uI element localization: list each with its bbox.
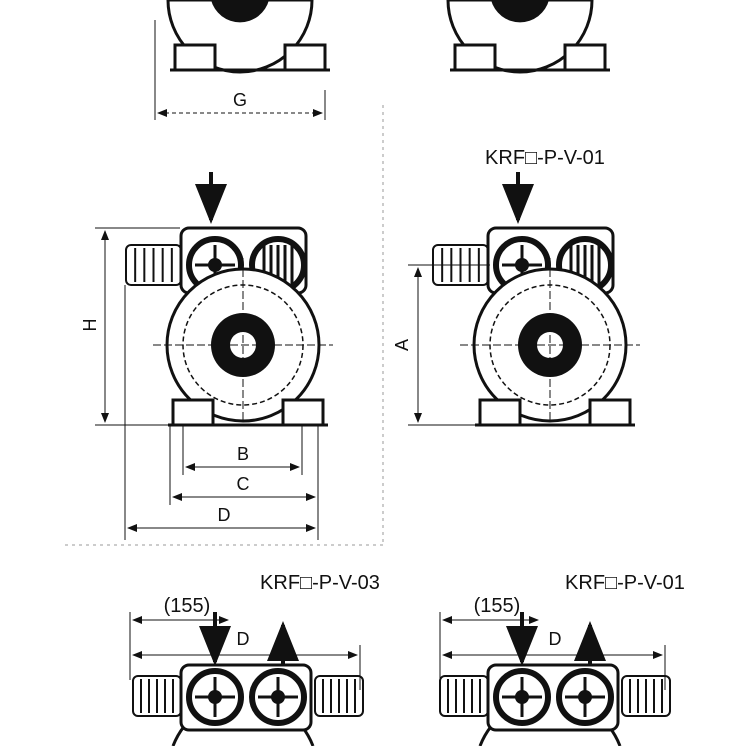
label-a: A bbox=[392, 339, 412, 351]
port-hub bbox=[515, 258, 529, 272]
foot-right bbox=[588, 398, 632, 427]
shaft-hub bbox=[211, 0, 269, 23]
dimension-d: D bbox=[127, 505, 316, 532]
model-label-bottom-left: KRF□-P-V-03 bbox=[260, 572, 380, 594]
foot-left bbox=[173, 43, 217, 72]
offset-label-bottom-left: (155) bbox=[164, 595, 211, 617]
label-g: G bbox=[233, 90, 247, 110]
port-hub bbox=[271, 690, 285, 704]
foot-left bbox=[478, 398, 522, 427]
foot-left bbox=[453, 43, 497, 72]
pump-bottom-left bbox=[132, 612, 364, 746]
port-hub bbox=[515, 690, 529, 704]
foot-right bbox=[281, 398, 325, 427]
label-b: B bbox=[237, 444, 249, 464]
offset-label-bottom-right: (155) bbox=[474, 595, 521, 617]
pump-middle-right bbox=[432, 172, 640, 427]
port-hub bbox=[208, 690, 222, 704]
dimension-b: B bbox=[185, 444, 300, 471]
dimension-h: H bbox=[80, 227, 180, 426]
pump-middle-left bbox=[125, 172, 333, 427]
dimension-155-left bbox=[129, 612, 361, 690]
foot-right bbox=[283, 43, 327, 72]
foot-right bbox=[563, 43, 607, 72]
model-label-bottom-right: KRF□-P-V-01 bbox=[565, 572, 685, 594]
dimension-c: C bbox=[172, 474, 316, 501]
dimension-155-right bbox=[439, 612, 666, 690]
pump-top-left bbox=[166, 0, 330, 74]
shaft-hub bbox=[491, 0, 549, 23]
label-d-bottom-left: D bbox=[237, 629, 250, 649]
label-c: C bbox=[237, 474, 250, 494]
foot-left bbox=[171, 398, 215, 427]
label-d: D bbox=[218, 505, 231, 525]
port-hub bbox=[208, 258, 222, 272]
dimension-g: G bbox=[154, 20, 326, 120]
dimension-a: A bbox=[392, 264, 490, 426]
model-label-middle-right: KRF□-P-V-01 bbox=[485, 147, 605, 169]
port-hub bbox=[578, 690, 592, 704]
label-h: H bbox=[80, 319, 100, 332]
pump-top-right bbox=[446, 0, 610, 74]
label-d-bottom-right: D bbox=[549, 629, 562, 649]
